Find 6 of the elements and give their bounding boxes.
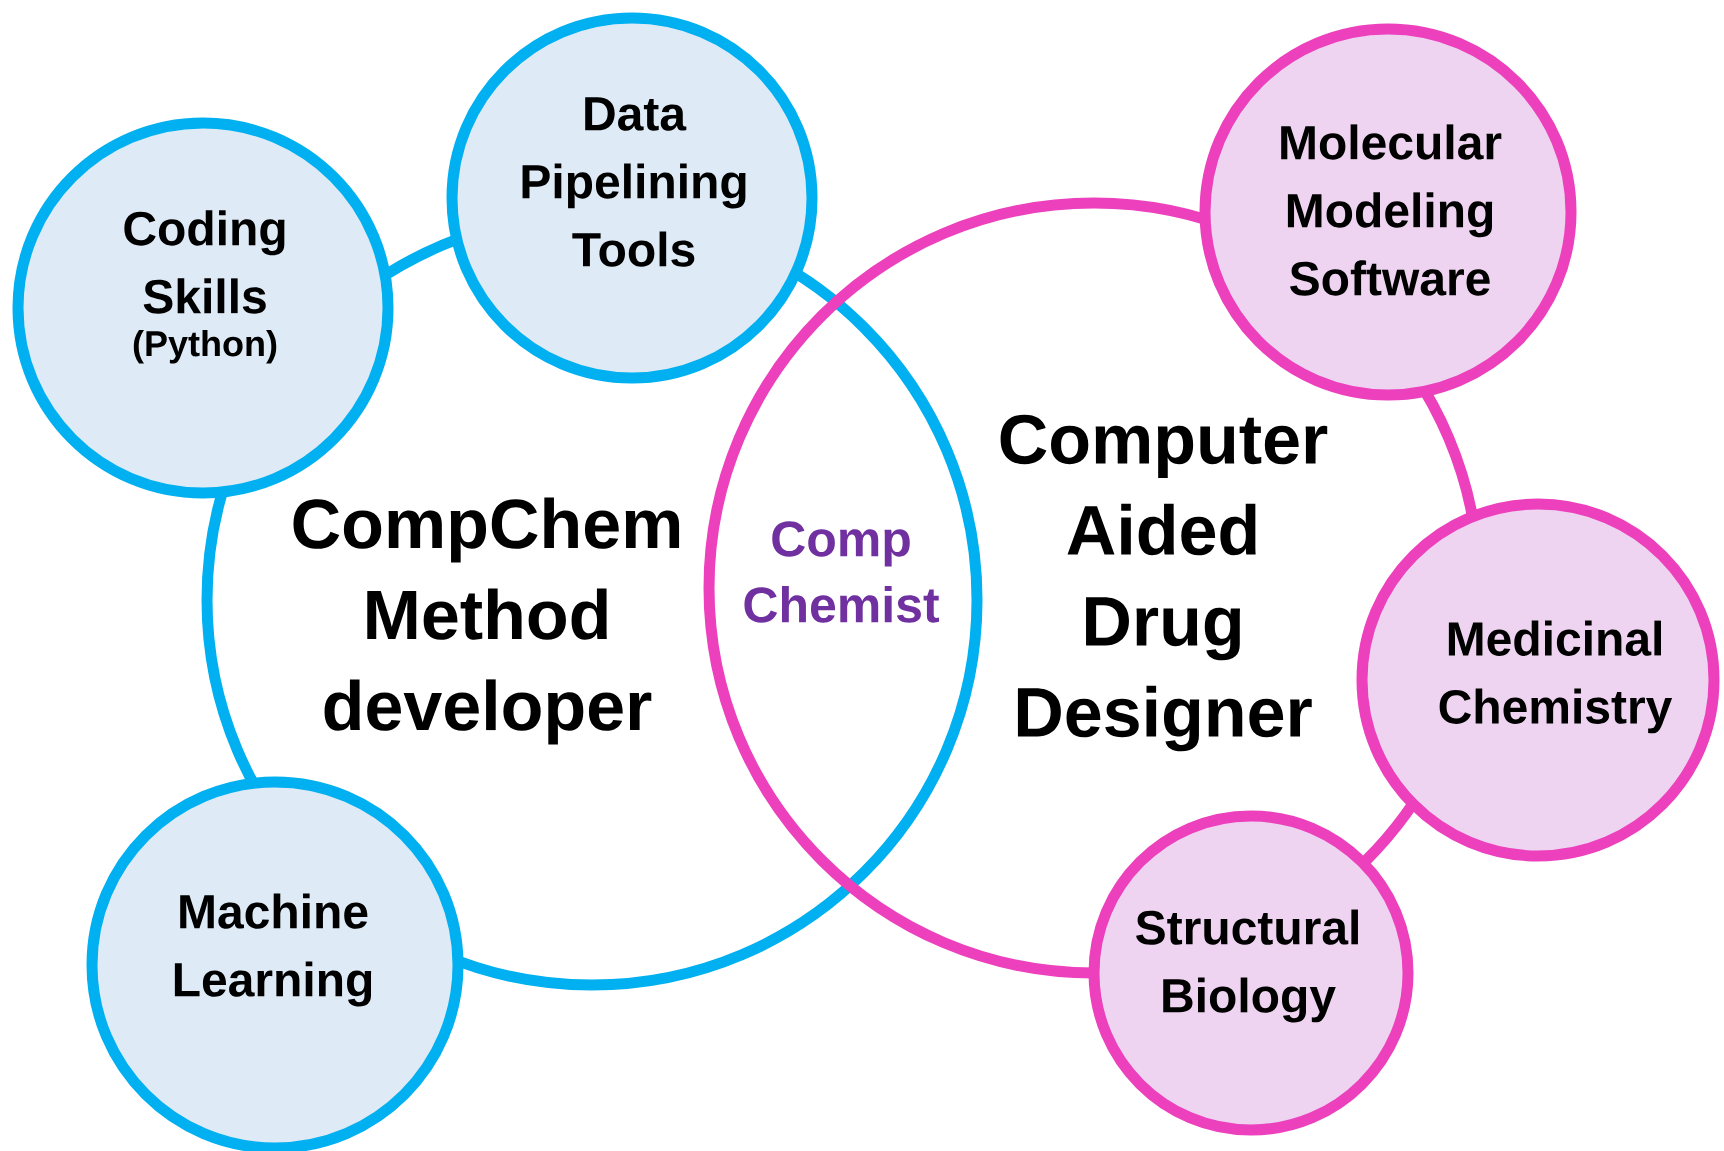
circle-label: CompChem Method developer — [293, 497, 680, 745]
circle-label: Data Pipelining Tools — [522, 97, 746, 267]
circle-label: (Python) — [133, 330, 277, 364]
circle-label: Coding Skills — [124, 210, 285, 314]
circle-label: Computer Aided Drug Designer — [1000, 414, 1328, 752]
overlap-label: Comp Chemist — [744, 521, 939, 623]
